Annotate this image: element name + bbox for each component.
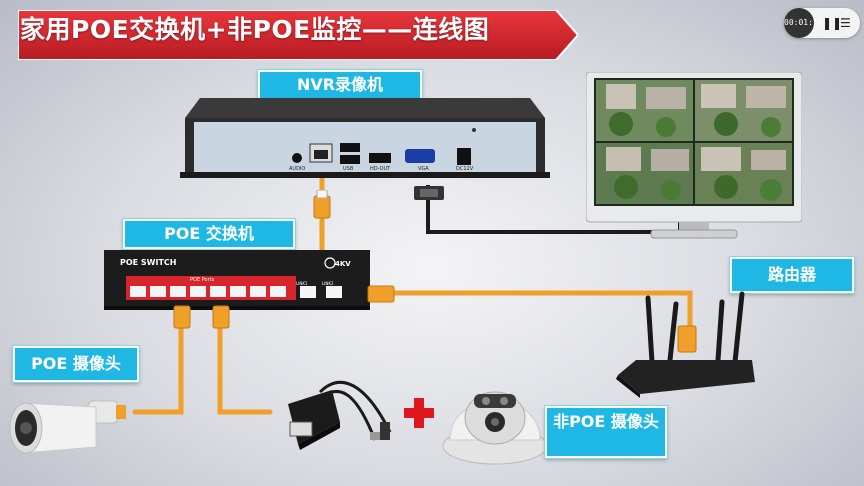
pause-icon[interactable]: ❚❚ (822, 16, 843, 30)
poe-bullet-camera (9, 400, 126, 454)
rj45-connector-router (677, 325, 697, 353)
nvr-port-label: DC12V (456, 166, 474, 172)
nvr-port-label: USB (343, 166, 354, 172)
plus-icon (404, 398, 434, 428)
non-poe-camera-label: 非POE 摄像头 (545, 406, 667, 458)
monitor (586, 72, 802, 239)
router-label: 路由器 (730, 257, 854, 293)
switch-uplink-label: LINK2 (322, 281, 334, 286)
rj45-connector-uplink (367, 285, 395, 303)
switch-uplink-label: LINK1 (296, 281, 308, 286)
uplink-port-2 (326, 286, 342, 298)
dome-camera (442, 391, 548, 465)
cable-switch-to-router (367, 290, 693, 328)
nvr-port-label: AUDIO (289, 166, 306, 172)
usb-port-2 (340, 155, 360, 164)
switch-brand: POE SWITCH (120, 258, 177, 267)
playback-time: 00:01:16 (784, 8, 823, 38)
vga-connector (414, 186, 444, 200)
rj45-connector-nvr (313, 190, 331, 219)
menu-icon[interactable]: ☰ (840, 16, 851, 30)
nvr-port-label: VGA (418, 166, 429, 172)
dc-port (457, 148, 471, 165)
uplink-port-1 (300, 286, 316, 298)
router (616, 291, 755, 398)
poe-switch-label: POE 交换机 (123, 219, 295, 249)
switch-ports-label: POE Ports (190, 277, 215, 283)
switch-port-group (130, 286, 286, 297)
hdmi-port (369, 153, 391, 163)
page-title: 家用POE交换机+非POE监控——连线图 (20, 15, 490, 44)
switch-power-label: 4KV (335, 260, 351, 268)
nvr-label: NVR录像机 (258, 70, 422, 100)
nvr-recorder (180, 98, 550, 178)
video-player-control[interactable]: 00:01:16 ❚❚ ☰ (784, 8, 860, 38)
cable-switch-to-poe-camera (132, 297, 184, 415)
audio-port (292, 153, 302, 163)
rj45-connector-port3 (173, 305, 191, 329)
poe-splitter (288, 381, 392, 450)
poe-camera-label: POE 摄像头 (13, 346, 139, 382)
usb-port-1 (340, 143, 360, 152)
poe-switch (104, 250, 370, 310)
vga-port (405, 149, 435, 163)
rj45-connector-port5 (212, 305, 230, 329)
cable-switch-to-injector (217, 297, 273, 415)
nvr-port-label: HD-OUT (370, 166, 391, 172)
title-banner (18, 10, 578, 60)
